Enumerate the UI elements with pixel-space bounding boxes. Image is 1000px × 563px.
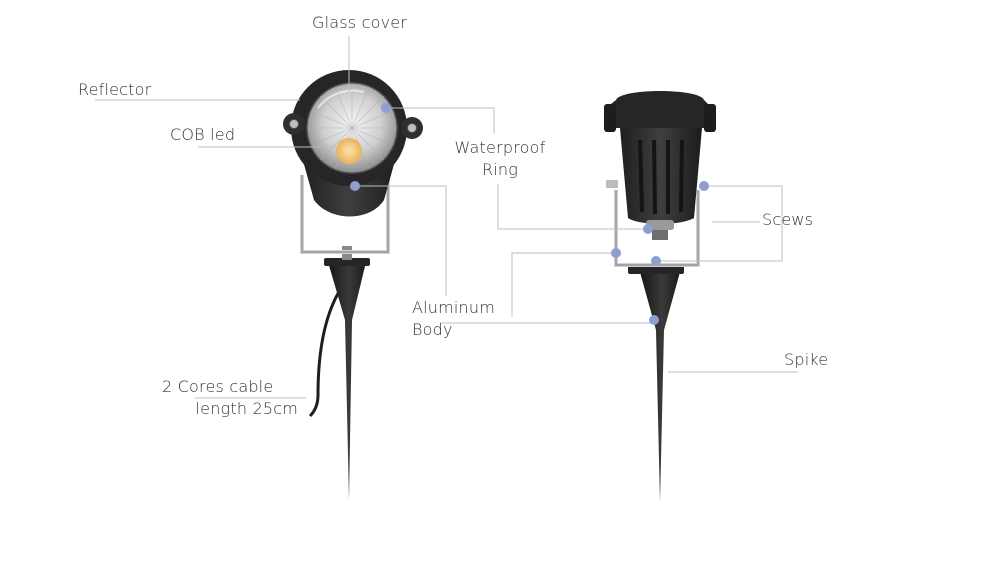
marker-bottom-screw	[643, 224, 653, 234]
label-waterproof-line1: Waterproof	[454, 138, 546, 157]
label-cob-led: COB led	[170, 125, 236, 144]
marker-screw	[651, 256, 661, 266]
label-waterproof-ring: Waterproof Ring	[444, 137, 556, 181]
label-reflector: Reflector	[78, 80, 152, 99]
label-aluminum-line1: Aluminum	[412, 298, 496, 317]
label-cable: 2 Cores cable length 25cm	[140, 376, 298, 420]
left-lamp	[283, 70, 423, 500]
label-scews: Scews	[762, 210, 814, 229]
right-spike	[640, 272, 680, 502]
label-waterproof-line2: Ring	[481, 160, 519, 179]
marker-spike	[649, 315, 659, 325]
marker-right-bracket	[611, 248, 621, 258]
cable	[308, 289, 342, 418]
left-spike	[328, 262, 366, 500]
cob-led-chip	[336, 138, 362, 164]
label-cable-line1: 2 Cores cable	[162, 377, 274, 396]
marker-right-body	[699, 181, 709, 191]
right-lamp	[604, 91, 716, 502]
right-top-cap	[606, 91, 712, 128]
marker-left-body	[350, 181, 360, 191]
label-aluminum-line2: Body	[412, 320, 453, 339]
side-screw	[606, 180, 618, 188]
label-cable-line2: length 25cm	[195, 399, 298, 418]
waterproof-ring	[646, 220, 674, 230]
label-aluminum-body: Aluminum Body	[412, 297, 495, 341]
left-spike-cap	[324, 258, 370, 266]
leader-lines	[95, 36, 798, 399]
label-spike: Spike	[784, 350, 829, 369]
marker-dots	[350, 103, 709, 325]
right-aluminum-body	[620, 128, 702, 224]
marker-glass-cover	[381, 103, 391, 113]
label-glass-cover: Glass cover	[312, 13, 408, 32]
